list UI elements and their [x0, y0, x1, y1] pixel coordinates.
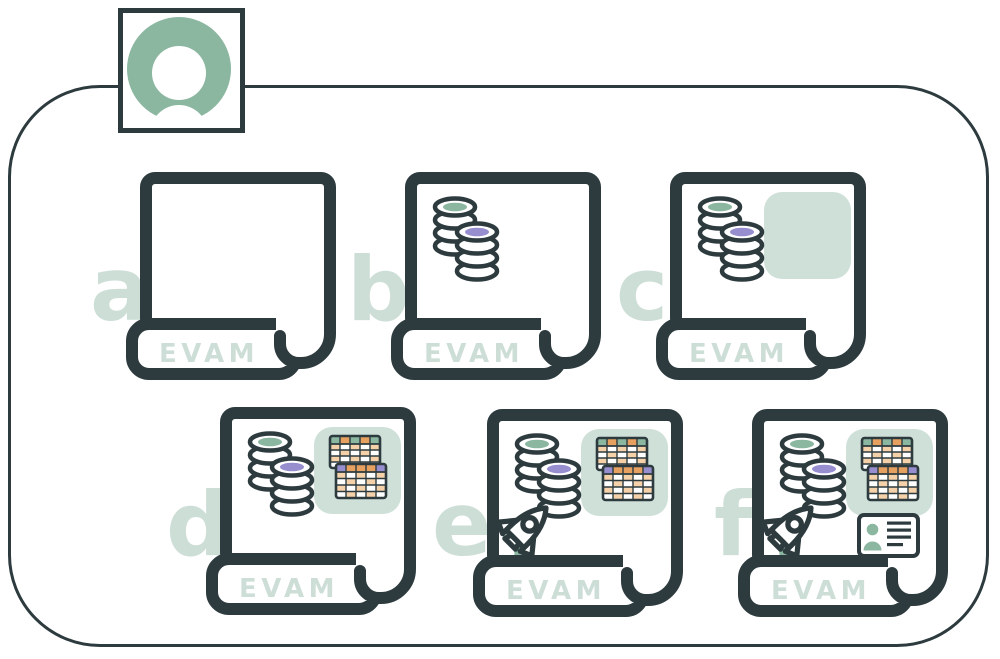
document-scroll-e: EVAM — [473, 409, 683, 617]
outer-rounded-border — [8, 85, 989, 647]
document-scroll-b: EVAM — [391, 172, 601, 380]
document-curl — [274, 284, 336, 369]
document-brand-text: EVAM — [689, 339, 789, 369]
avatar-head-cutout — [152, 46, 206, 100]
avatar-shoulders-cutout — [150, 105, 208, 128]
document-curl — [539, 284, 601, 369]
table-icon — [328, 434, 382, 470]
highlight-panel — [764, 192, 851, 279]
document-curl — [804, 284, 866, 369]
table-icon — [334, 462, 388, 500]
table-icon — [866, 464, 920, 502]
document-scroll-f: EVAM — [738, 409, 948, 617]
id-card-icon — [857, 513, 920, 558]
document-brand-text: EVAM — [239, 574, 339, 604]
document-brand-text: EVAM — [771, 576, 871, 606]
panel-label-f: f — [714, 473, 753, 576]
database-icon — [801, 458, 847, 519]
id-card-person-icon — [866, 523, 879, 536]
document-scroll-c: EVAM — [656, 172, 866, 380]
panel-label-c: c — [616, 238, 669, 341]
document-scroll-a: EVAM — [126, 172, 336, 380]
document-body — [140, 172, 336, 333]
rocket-icon — [495, 505, 549, 564]
database-icon — [536, 458, 582, 519]
document-scroll-d: EVAM — [206, 407, 416, 615]
document-curl — [354, 519, 416, 604]
database-icon — [269, 456, 315, 517]
database-icon — [719, 221, 765, 282]
table-icon — [601, 464, 655, 502]
panel-label-e: e — [432, 473, 492, 576]
user-avatar-box — [118, 8, 245, 133]
panel-label-a: a — [90, 238, 150, 341]
document-brand-text: EVAM — [424, 339, 524, 369]
database-icon — [454, 221, 500, 282]
document-brand-text: EVAM — [506, 576, 606, 606]
panel-label-b: b — [347, 238, 410, 341]
document-brand-text: EVAM — [159, 339, 259, 369]
panel-label-d: d — [166, 473, 229, 576]
user-avatar-icon — [127, 17, 231, 128]
document-curl — [621, 521, 683, 606]
document-curl — [886, 521, 948, 606]
